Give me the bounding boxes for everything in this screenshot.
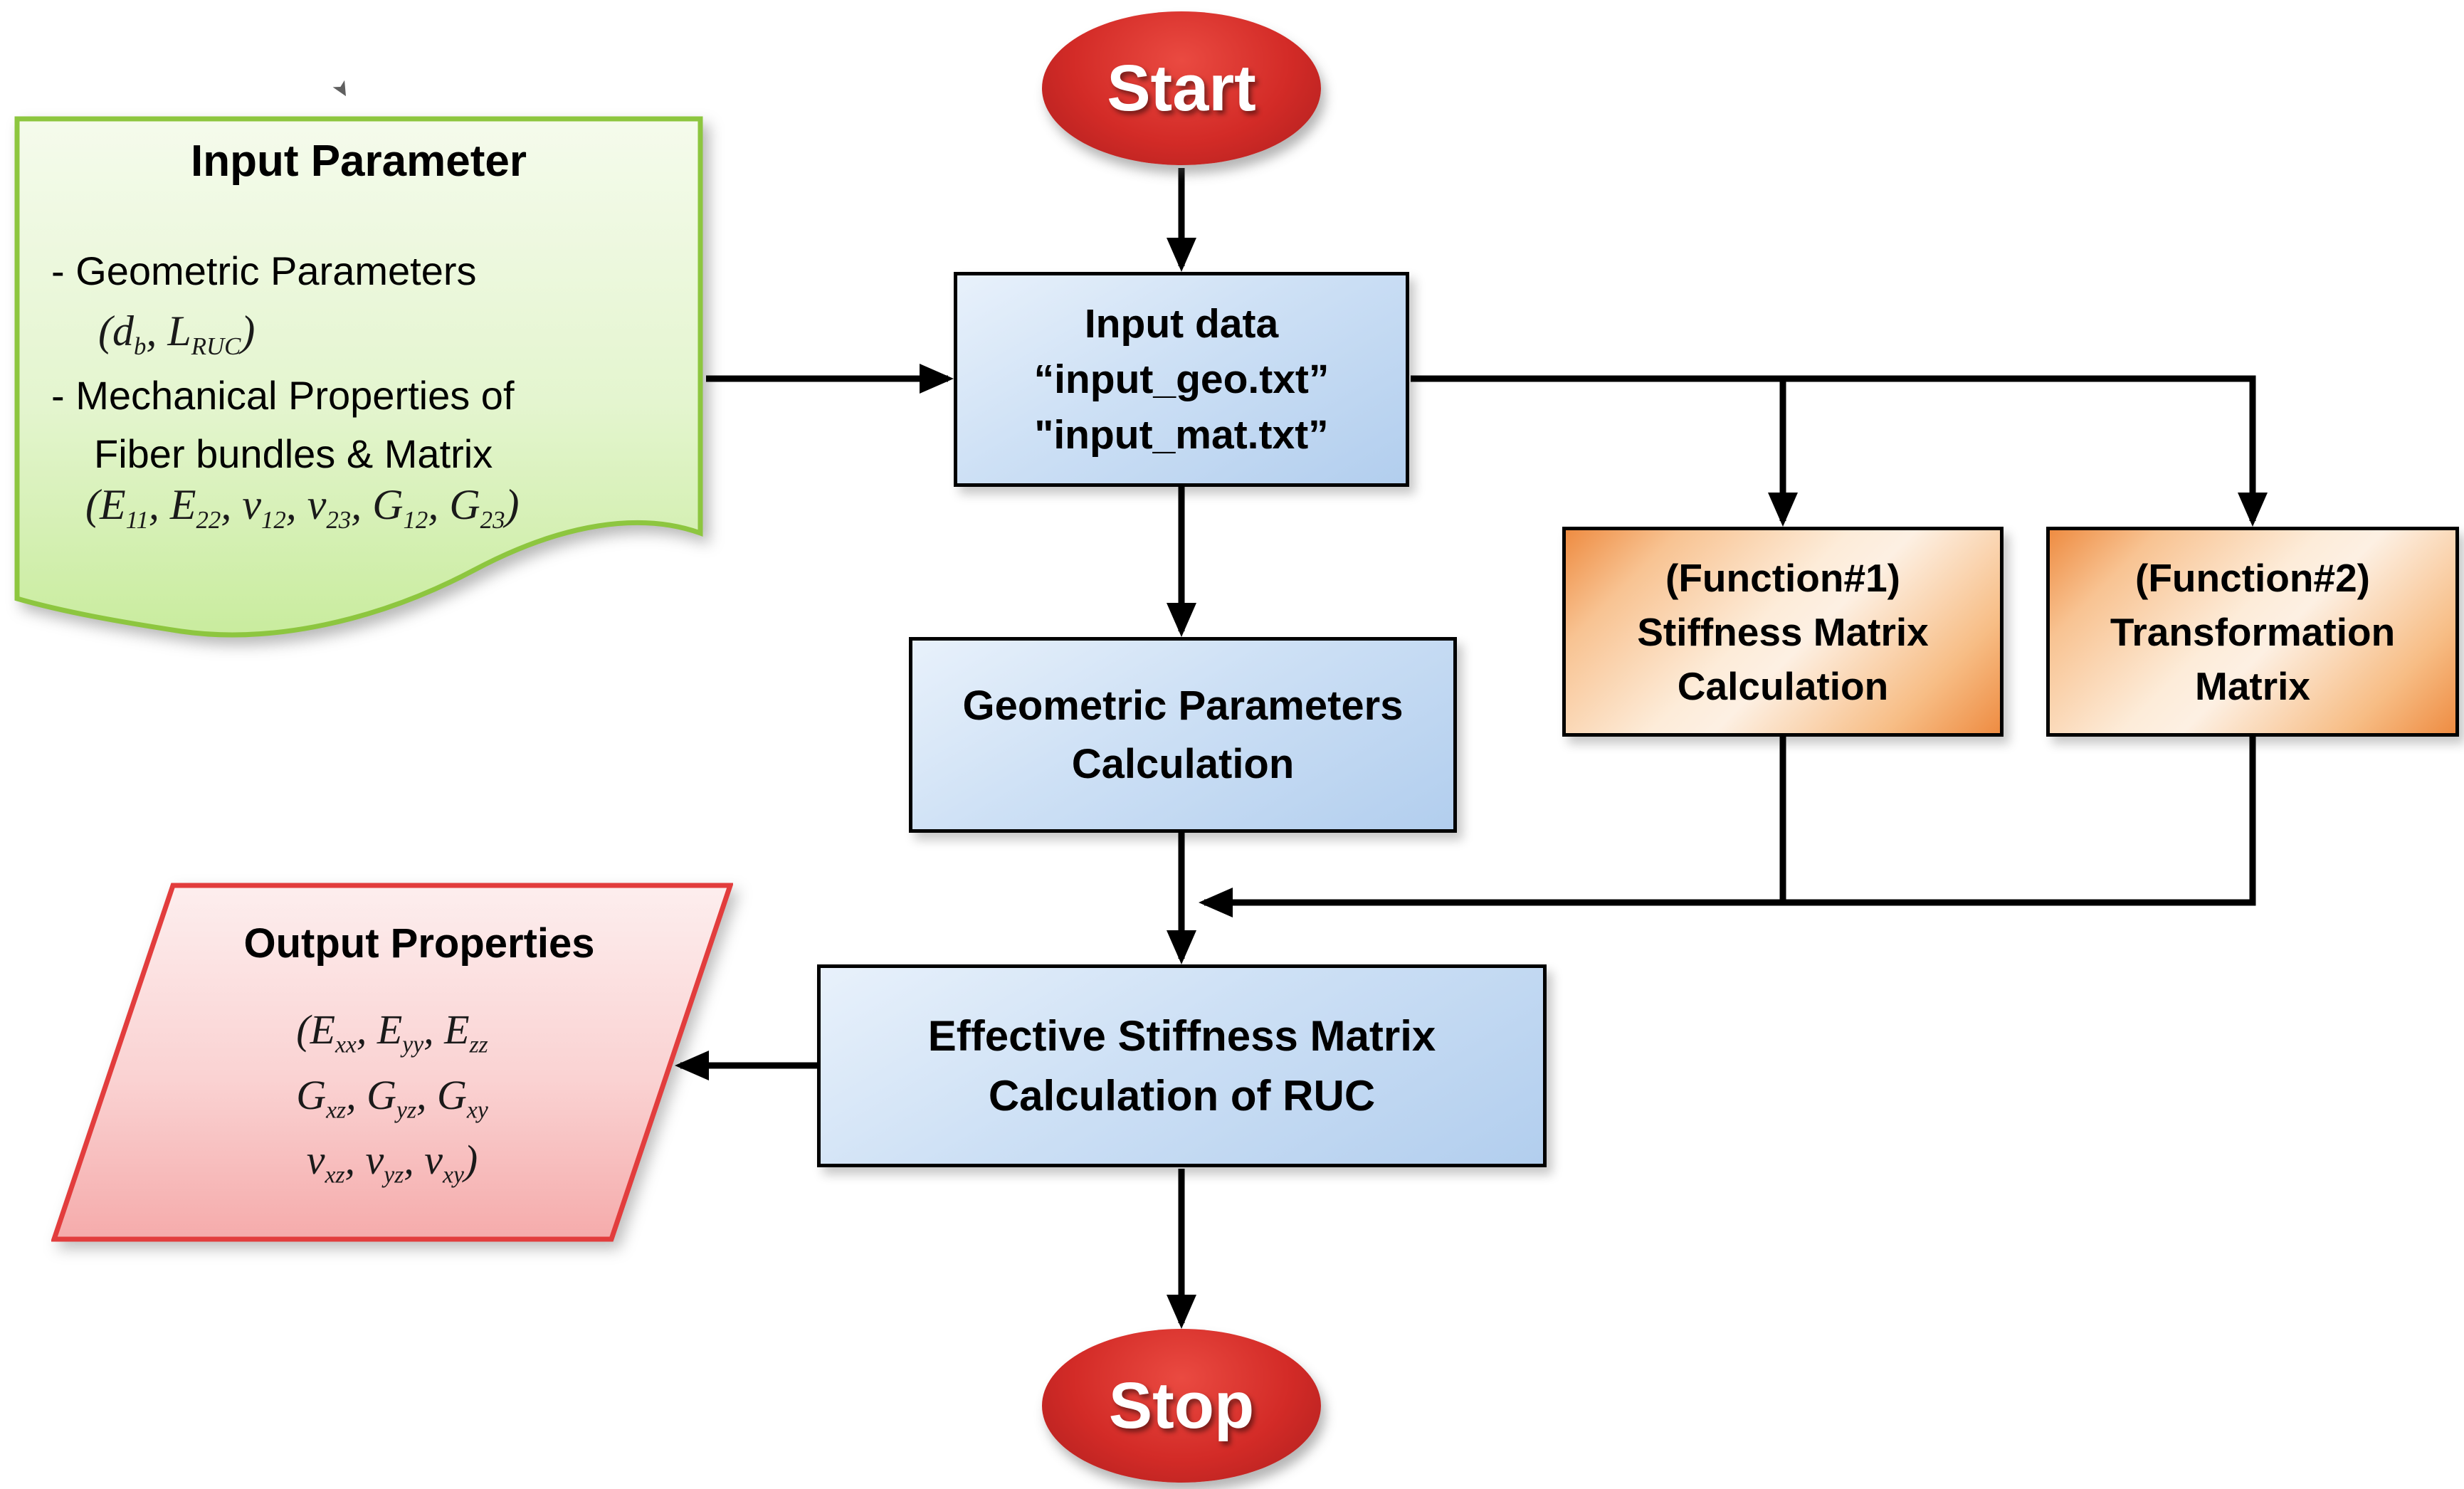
effective-line2: Calculation of RUC [988,1071,1376,1120]
stop-terminator: Stop [1042,1329,1321,1483]
input-parameter-note: Input Parameter - Geometric Parameters (… [14,116,703,657]
function1-line3: Calculation [1677,663,1889,708]
input-data-line1: Input data [1084,301,1279,347]
stop-label: Stop [1108,1369,1255,1442]
effective-line1: Effective Stiffness Matrix [927,1011,1436,1060]
arrow-inputdata-to-function2 [1411,375,2268,527]
function2-line3: Matrix [2195,663,2310,708]
note-title: Input Parameter [190,137,527,186]
output-formula-block: (Exx, Eyy, Ezz Gxz, Gyz, Gxy νxz, νyz, ν… [51,1005,733,1201]
note-formula-geometric: (db, LRUC) [98,307,256,360]
output-title: Output Properties [243,920,595,967]
note-bullet-mechanical-2: Fiber bundles & Matrix [94,431,493,476]
start-label: Start [1107,51,1256,125]
note-bullet-geometric: - Geometric Parameters [51,248,477,293]
geocalc-line1: Geometric Parameters [962,682,1404,729]
geometric-parameters-process: Geometric Parameters Calculation [909,637,1457,833]
input-data-file-geo: “input_geo.txt” [1033,357,1330,402]
output-properties-data: Output Properties (Exx, Eyy, Ezz Gxz, Gy… [51,883,733,1242]
effective-stiffness-process: Effective Stiffness Matrix Calculation o… [817,964,1547,1167]
function2-process: (Function#2) Transformation Matrix [2046,527,2459,737]
note-formula-mechanical: (E11, E22, v12, v23, G12, G23) [85,481,520,534]
arrow-collector-to-mainline [1199,737,2256,917]
function1-line1: (Function#1) [1665,555,1900,600]
geocalc-line2: Calculation [1071,740,1295,787]
function2-line1: (Function#2) [2135,555,2370,600]
document-shape [14,116,703,638]
parallelogram-shape [51,883,733,1242]
input-data-file-mat: "input_mat.txt” [1034,412,1329,458]
input-data-process: Input data “input_geo.txt” "input_mat.tx… [954,272,1409,487]
start-terminator: Start [1042,11,1321,165]
note-bullet-mechanical: - Mechanical Properties of [51,373,515,418]
output-formula-row3: νxz, νyz, νxy) [306,1137,478,1189]
output-formula-row1: (Exx, Eyy, Ezz [296,1006,488,1058]
function1-process: (Function#1) Stiffness Matrix Calculatio… [1562,527,2004,737]
output-formula-row2: Gxz, Gyz, Gxy [296,1071,488,1124]
function2-line2: Transformation [2110,609,2396,654]
function1-line2: Stiffness Matrix [1637,609,1929,654]
